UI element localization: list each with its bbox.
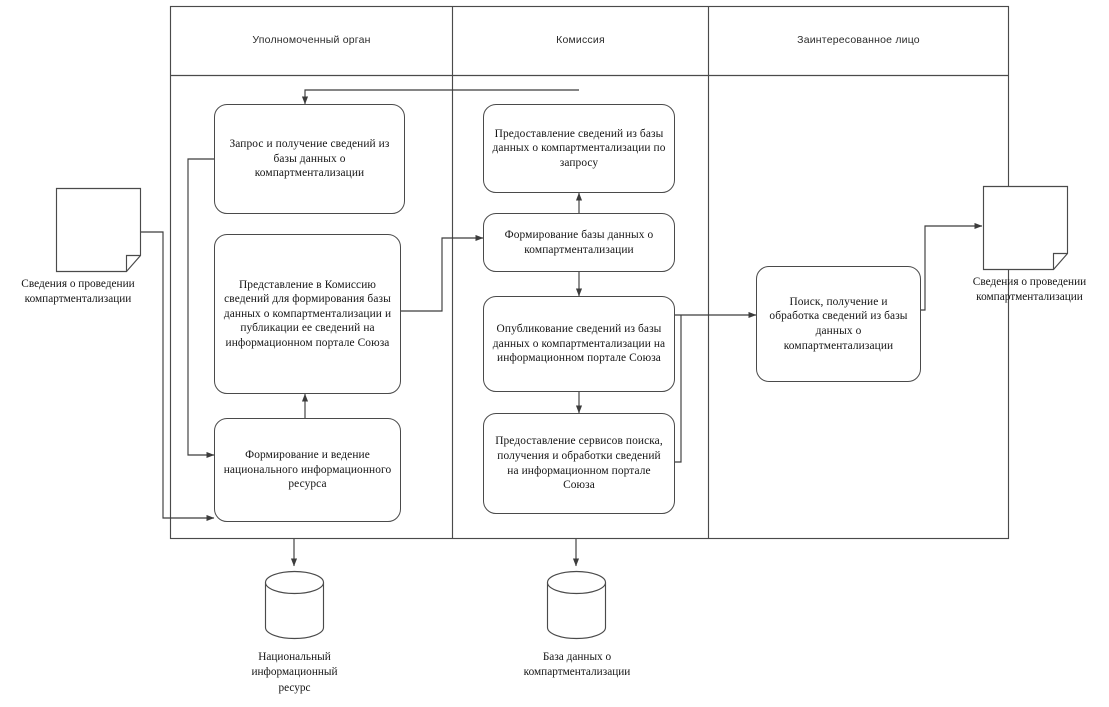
node-label: Предоставление сервисов поиска, получени… — [495, 435, 663, 492]
edge-c4-to-p1 — [675, 315, 682, 463]
node-label: Представление в Комиссию сведений для фо… — [223, 278, 392, 349]
edge-c1-to-a1 — [301, 89, 442, 105]
lane-title-commission: Комиссия — [556, 34, 605, 46]
node-submit-to-commission[interactable]: Представление в Комиссию сведений для фо… — [214, 234, 401, 394]
node-label: Запрос и получение сведений из базы данн… — [229, 138, 390, 180]
node-provide-data-on-request[interactable]: Предоставление сведений из базы данных о… — [483, 104, 675, 193]
node-provide-services[interactable]: Предоставление сервисов поиска, получени… — [483, 413, 675, 514]
swimlane-frame — [169, 5, 1010, 540]
edge-a2-to-c2 — [401, 234, 484, 312]
lane-title-authority: Уполномоченный орган — [252, 34, 371, 46]
db-national-shape — [264, 570, 325, 640]
node-form-database[interactable]: Формирование базы данных о компартментал… — [483, 213, 675, 272]
node-label: Опубликование сведений из базы данных о … — [492, 323, 666, 365]
doc-out-fold — [1052, 252, 1068, 270]
db-compart-label: База данных о компартментализации — [523, 651, 631, 679]
edge-p1-to-docout — [921, 222, 983, 311]
edge-a1-to-a3 — [187, 158, 215, 459]
node-label: Формирование и ведение национального инф… — [223, 449, 392, 491]
lane-title-person: Заинтересованное лицо — [797, 34, 920, 46]
node-search-receive-process[interactable]: Поиск, получение и обработка сведений из… — [756, 266, 921, 382]
node-label: Предоставление сведений из базы данных о… — [492, 127, 666, 169]
node-label: Формирование базы данных о компартментал… — [504, 228, 654, 256]
db-compart-shape — [546, 570, 607, 640]
doc-in-fold — [125, 254, 141, 272]
doc-out-label: Сведения о проведении компартментализаци… — [972, 276, 1087, 303]
node-publish-data[interactable]: Опубликование сведений из базы данных о … — [483, 296, 675, 392]
edge-docin-to-a3 — [141, 231, 215, 522]
db-national-label: Национальный информационный ресурс — [251, 651, 338, 694]
doc-out-shape — [982, 185, 1069, 271]
node-label: Поиск, получение и обработка сведений из… — [769, 295, 908, 352]
doc-in-label: Сведения о проведении компартментализаци… — [21, 278, 135, 305]
doc-in-shape — [55, 187, 142, 273]
node-national-resource-maintenance[interactable]: Формирование и ведение национального инф… — [214, 418, 401, 522]
node-request-receive-data[interactable]: Запрос и получение сведений из базы данн… — [214, 104, 405, 214]
